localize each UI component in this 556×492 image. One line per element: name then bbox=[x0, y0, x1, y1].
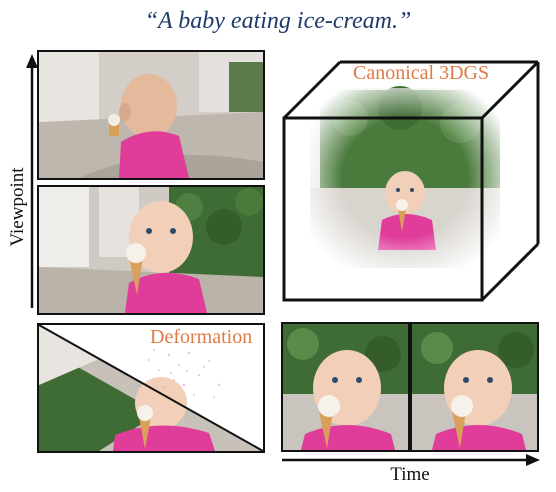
canonical-cube bbox=[282, 60, 540, 302]
time-label: Time bbox=[390, 464, 430, 485]
baby-front-illustration bbox=[39, 187, 263, 313]
baby-time2-illustration bbox=[412, 324, 537, 450]
deformation-image bbox=[37, 323, 265, 453]
viewpoint-image-back bbox=[37, 50, 265, 180]
baby-time1-illustration bbox=[283, 324, 408, 450]
deformation-label: Deformation bbox=[150, 326, 253, 348]
viewpoint-label: Viewpoint bbox=[7, 167, 28, 247]
baby-back-illustration bbox=[39, 52, 263, 178]
viewpoint-axis-arrow bbox=[26, 54, 38, 308]
time-image-1 bbox=[281, 322, 410, 452]
time-image-2 bbox=[410, 322, 539, 452]
time-axis-arrow bbox=[282, 454, 540, 466]
viewpoint-image-front bbox=[37, 185, 265, 315]
caption-title: “A baby eating ice-cream.” bbox=[144, 8, 412, 34]
canonical-label: Canonical 3DGS bbox=[353, 62, 490, 84]
deformation-illustration bbox=[39, 325, 263, 451]
